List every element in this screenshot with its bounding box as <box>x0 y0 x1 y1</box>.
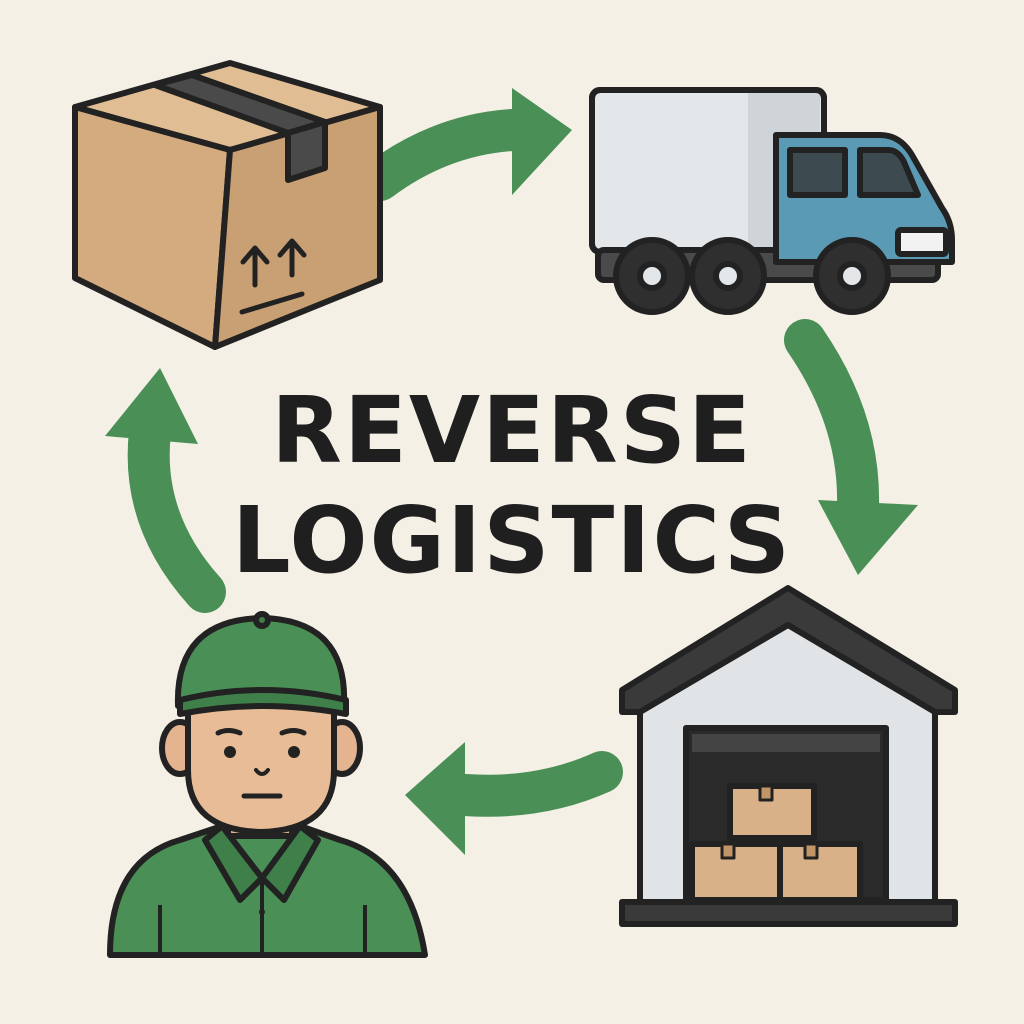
package-box-icon <box>72 60 383 350</box>
title-line-1: REVERSE <box>271 377 753 484</box>
warehouse-crates <box>689 783 863 903</box>
arrow-truck-to-warehouse <box>784 319 918 575</box>
delivery-truck-icon <box>589 87 955 315</box>
title-line-2: LOGISTICS <box>232 487 792 594</box>
delivery-worker-icon <box>107 611 428 958</box>
warehouse-icon <box>619 585 958 927</box>
arrow-box-to-truck <box>359 88 572 201</box>
cycle-arrows <box>105 88 918 855</box>
arrow-worker-to-box <box>105 368 226 613</box>
arrow-warehouse-to-worker <box>405 742 623 855</box>
